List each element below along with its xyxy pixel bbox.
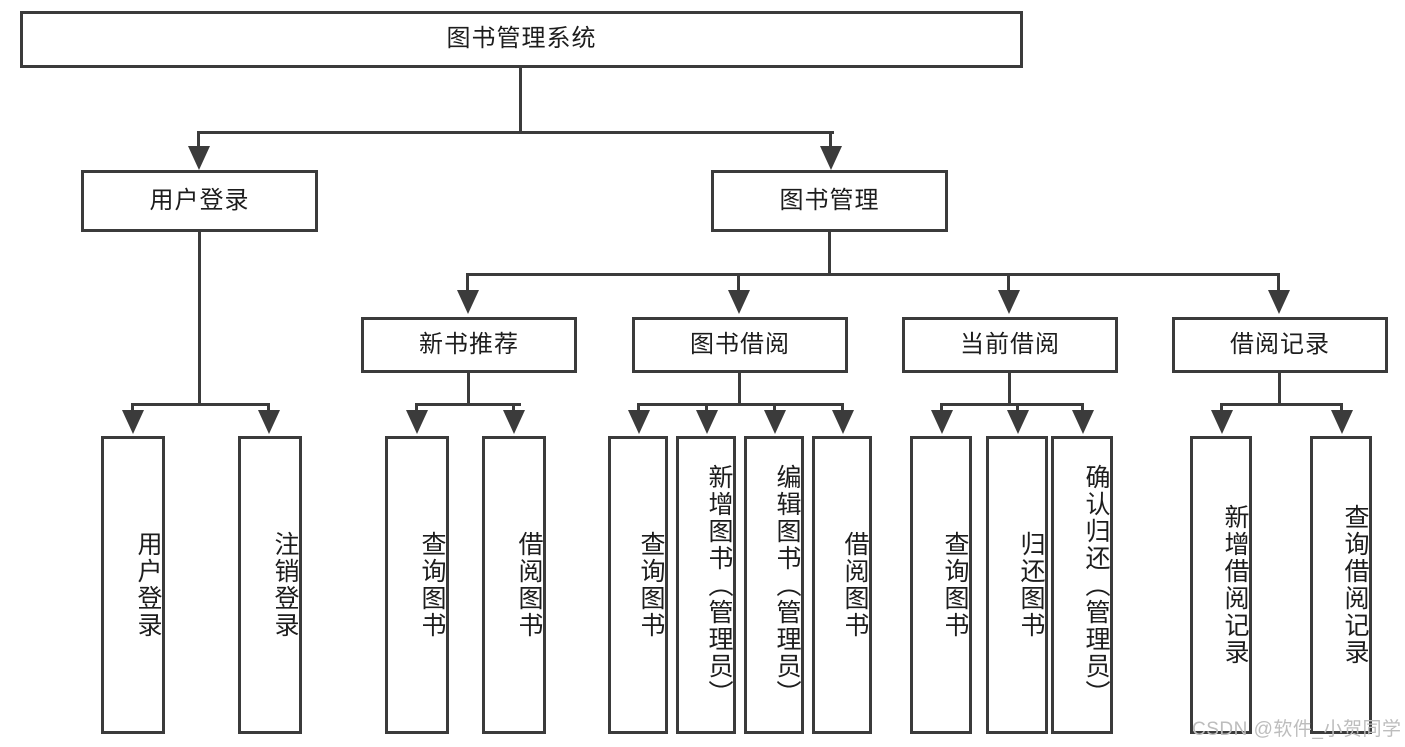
node-leaf-query-book-1[interactable]: 查询图书	[385, 436, 449, 734]
node-borrow-record[interactable]: 借阅记录	[1172, 317, 1388, 373]
arrow-to-user-login	[188, 146, 210, 170]
node-label: 借阅图书	[841, 531, 869, 639]
connector-drop-leaf-query-book-1	[415, 403, 418, 415]
arrow-to-leaf-edit-book	[764, 410, 786, 434]
connector-drop-leaf-query-book-3	[940, 403, 943, 415]
node-label: 用户登录	[134, 531, 162, 639]
arrow-to-leaf-query-book-1	[406, 410, 428, 434]
connector-borrow-record-bus	[1220, 403, 1341, 406]
node-leaf-query-borrow-record[interactable]: 查询借阅记录	[1310, 436, 1372, 734]
arrow-to-leaf-return-book	[1007, 410, 1029, 434]
connector-user-login-bus	[131, 403, 269, 406]
connector-drop-book-borrow	[737, 273, 740, 295]
node-leaf-add-borrow-record[interactable]: 新增借阅记录	[1190, 436, 1252, 734]
node-label: 查询图书	[941, 531, 969, 639]
connector-drop-leaf-borrow-book-2	[841, 403, 844, 415]
node-label: 确认归还（管理员）	[1082, 463, 1110, 707]
connector-new-book-rec-stem	[467, 373, 470, 406]
connector-root-stem	[519, 68, 522, 133]
connector-drop-leaf-return-book	[1016, 403, 1019, 415]
node-new-book-recommend[interactable]: 新书推荐	[361, 317, 577, 373]
connector-drop-leaf-add-record	[1220, 403, 1223, 415]
arrow-to-new-book-rec	[457, 290, 479, 314]
arrow-to-leaf-confirm-return	[1072, 410, 1094, 434]
arrow-to-leaf-logout	[258, 410, 280, 434]
node-book-management[interactable]: 图书管理	[711, 170, 948, 232]
node-label: 借阅记录	[1230, 330, 1330, 358]
node-leaf-edit-book-admin[interactable]: 编辑图书（管理员）	[744, 436, 804, 734]
arrow-to-current-borrow	[998, 290, 1020, 314]
arrow-to-leaf-query-book-2	[628, 410, 650, 434]
connector-borrow-record-stem	[1278, 373, 1281, 406]
node-label: 注销登录	[271, 531, 299, 639]
connector-drop-leaf-query-record	[1340, 403, 1343, 415]
node-label: 新增借阅记录	[1221, 504, 1249, 666]
connector-book-borrow-stem	[738, 373, 741, 406]
arrow-to-book-mgmt	[820, 146, 842, 170]
node-leaf-user-login[interactable]: 用户登录	[101, 436, 165, 734]
arrow-to-leaf-user-login	[122, 410, 144, 434]
node-label: 图书管理	[779, 186, 880, 214]
connector-drop-leaf-query-book-2	[637, 403, 640, 415]
arrow-to-leaf-query-book-3	[931, 410, 953, 434]
connector-drop-leaf-user-login	[131, 403, 134, 415]
arrow-to-leaf-add-book	[696, 410, 718, 434]
arrow-to-borrow-record	[1268, 290, 1290, 314]
arrow-to-leaf-query-record	[1331, 410, 1353, 434]
arrow-to-leaf-borrow-book-1	[503, 410, 525, 434]
connector-drop-borrow-record	[1277, 273, 1280, 295]
connector-user-login-stem	[198, 232, 201, 406]
node-leaf-borrow-book-1[interactable]: 借阅图书	[482, 436, 546, 734]
node-label: 查询图书	[637, 531, 665, 639]
node-leaf-return-book[interactable]: 归还图书	[986, 436, 1048, 734]
connector-drop-leaf-edit-book	[773, 403, 776, 415]
connector-drop-leaf-add-book	[705, 403, 708, 415]
arrow-to-leaf-add-record	[1211, 410, 1233, 434]
connector-root-bus	[197, 131, 834, 134]
node-book-borrow[interactable]: 图书借阅	[632, 317, 848, 373]
connector-current-borrow-stem	[1008, 373, 1011, 406]
node-label: 编辑图书（管理员）	[773, 463, 801, 707]
connector-book-borrow-bus	[637, 403, 842, 406]
node-leaf-logout[interactable]: 注销登录	[238, 436, 302, 734]
node-leaf-query-book-3[interactable]: 查询图书	[910, 436, 972, 734]
node-label: 查询借阅记录	[1341, 504, 1369, 666]
arrow-to-leaf-borrow-book-2	[832, 410, 854, 434]
connector-drop-leaf-confirm-return	[1081, 403, 1084, 415]
connector-drop-leaf-logout	[267, 403, 270, 415]
connector-drop-user-login	[197, 131, 200, 151]
connector-book-mgmt-stem	[828, 232, 831, 276]
node-label: 新书推荐	[419, 330, 519, 358]
connector-drop-new-book-rec	[466, 273, 469, 295]
connector-drop-leaf-borrow-book-1	[512, 403, 515, 415]
node-current-borrow[interactable]: 当前借阅	[902, 317, 1118, 373]
node-label: 图书管理系统	[446, 25, 597, 53]
node-label: 查询图书	[418, 531, 446, 639]
connector-drop-book-mgmt	[829, 131, 832, 151]
connector-new-book-rec-bus	[415, 403, 521, 406]
node-leaf-borrow-book-2[interactable]: 借阅图书	[812, 436, 872, 734]
node-leaf-confirm-return-admin[interactable]: 确认归还（管理员）	[1051, 436, 1113, 734]
node-leaf-add-book-admin[interactable]: 新增图书（管理员）	[676, 436, 736, 734]
node-label: 用户登录	[149, 186, 250, 214]
node-label: 图书借阅	[690, 330, 790, 358]
arrow-to-book-borrow	[728, 290, 750, 314]
connector-current-borrow-bus	[940, 403, 1082, 406]
node-label: 借阅图书	[515, 531, 543, 639]
connector-drop-current-borrow	[1007, 273, 1010, 295]
node-leaf-query-book-2[interactable]: 查询图书	[608, 436, 668, 734]
node-user-login[interactable]: 用户登录	[81, 170, 318, 232]
node-label: 当前借阅	[960, 330, 1060, 358]
connector-level3-bus	[466, 273, 1280, 276]
node-label: 新增图书（管理员）	[705, 463, 733, 707]
node-label: 归还图书	[1017, 531, 1045, 639]
node-root-system[interactable]: 图书管理系统	[20, 11, 1023, 68]
